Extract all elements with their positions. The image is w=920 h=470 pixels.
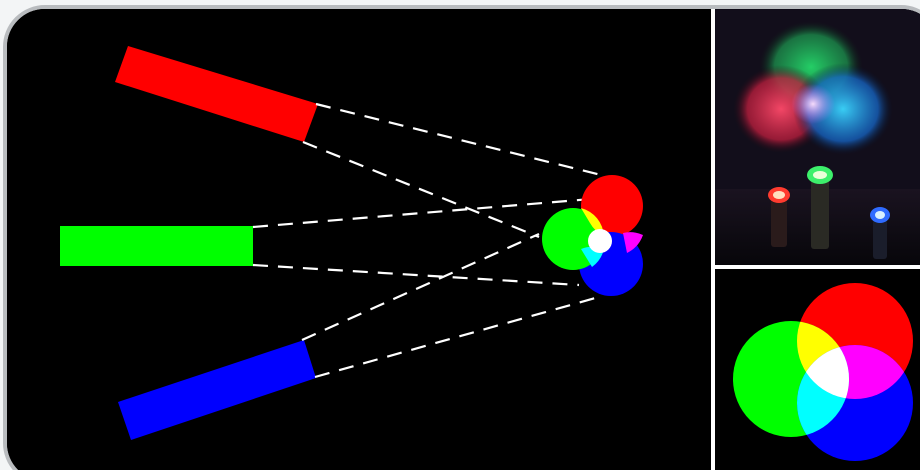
- mixed-light-center: [791, 84, 835, 124]
- ray-green-top: [253, 199, 591, 227]
- red-light-source: [115, 46, 318, 142]
- blue-light-source: [118, 340, 316, 440]
- ray-blue-bottom: [315, 297, 599, 377]
- ray-blue-top: [302, 234, 539, 340]
- green-light-source: [60, 226, 253, 266]
- flashlight-photo: [715, 9, 920, 265]
- small-white-center: [588, 229, 612, 253]
- ray-green-bottom: [253, 265, 579, 285]
- red-flashlight: [768, 187, 790, 247]
- additive-mixing-panel: [715, 269, 920, 470]
- ray-diagram-panel: [7, 9, 711, 470]
- blue-flashlight: [870, 207, 890, 259]
- figure-frame: [3, 5, 920, 470]
- additive-mixing-diagram: [715, 269, 920, 470]
- small-mixing-circles: [542, 175, 643, 296]
- ray-red-bottom: [303, 142, 539, 237]
- ray-diagram: [7, 9, 711, 470]
- flashlight-photo-image: [715, 9, 920, 265]
